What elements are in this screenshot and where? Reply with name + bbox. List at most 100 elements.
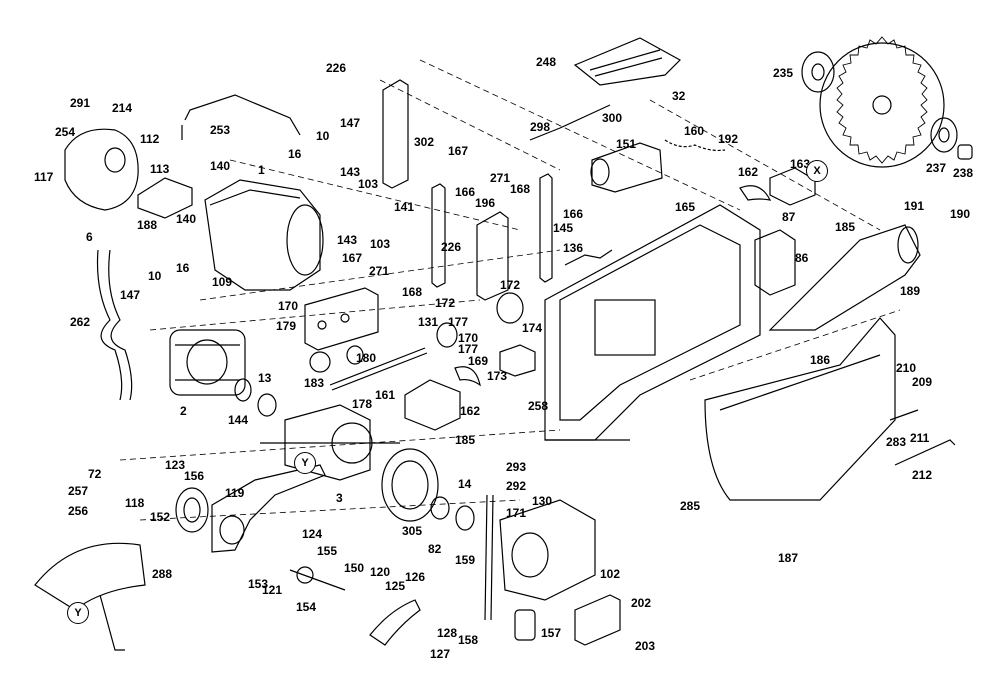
part-label-183: 183 <box>304 376 325 390</box>
guard-186 <box>704 317 896 501</box>
stator <box>169 329 246 396</box>
part-label-6: 6 <box>86 230 93 244</box>
part-label-186: 186 <box>810 353 831 367</box>
part-label-157: 157 <box>541 626 562 640</box>
part-label-117: 117 <box>34 170 54 184</box>
nut-238 <box>957 144 973 160</box>
cover-202 <box>574 594 621 646</box>
part-label-170: 170 <box>278 299 299 313</box>
flange-237 <box>930 117 958 153</box>
part-label-168: 168 <box>402 285 423 299</box>
part-label-13: 13 <box>258 371 272 385</box>
part-label-258: 258 <box>528 399 549 413</box>
part-label-103: 103 <box>358 177 379 191</box>
wrench-283 <box>889 409 919 421</box>
gear-172 <box>436 292 524 348</box>
part-label-153: 153 <box>248 577 269 591</box>
part-label-118: 118 <box>125 496 145 510</box>
part-label-190: 190 <box>950 207 971 221</box>
part-label-87: 87 <box>782 210 796 224</box>
part-183 <box>309 351 331 373</box>
rail-302 <box>382 79 409 189</box>
shaft-178 <box>329 347 428 391</box>
block-161 <box>404 379 461 431</box>
part-label-253: 253 <box>210 123 231 137</box>
part-label-192: 192 <box>718 132 739 146</box>
part-label-127: 127 <box>430 647 451 661</box>
part-180 <box>346 345 364 365</box>
part-label-156: 156 <box>184 469 205 483</box>
part-label-141: 141 <box>394 200 415 214</box>
bearing-82 <box>430 496 450 520</box>
wrench-212 <box>894 439 956 466</box>
part-label-154: 154 <box>296 600 317 614</box>
part-label-174: 174 <box>522 321 543 335</box>
housing-130 <box>499 499 596 601</box>
part-label-126: 126 <box>405 570 426 584</box>
part-label-185: 185 <box>835 220 856 234</box>
part-label-254: 254 <box>55 125 76 139</box>
part-label-302: 302 <box>414 135 435 149</box>
part-label-177: 177 <box>448 315 469 329</box>
part-label-2: 2 <box>180 404 187 418</box>
part-label-125: 125 <box>385 579 406 593</box>
part-label-188: 188 <box>137 218 158 232</box>
part-label-226: 226 <box>441 240 462 254</box>
part-label-168: 168 <box>510 182 531 196</box>
callout-y-2: Y <box>67 602 89 624</box>
part-label-212: 212 <box>912 468 933 482</box>
shroud-305 <box>381 448 439 522</box>
part-label-271: 271 <box>490 171 511 185</box>
bearing-144 <box>234 378 252 402</box>
part-label-166: 166 <box>455 185 476 199</box>
part-label-262: 262 <box>70 315 91 329</box>
part-label-288: 288 <box>152 567 173 581</box>
part-label-160: 160 <box>684 124 705 138</box>
part-label-300: 300 <box>602 111 623 125</box>
part-label-171: 171 <box>506 506 527 520</box>
part-label-163: 163 <box>790 157 811 171</box>
part-label-161: 161 <box>375 388 396 402</box>
cover-248 <box>573 37 681 86</box>
part-label-185: 185 <box>455 433 476 447</box>
part-label-10: 10 <box>148 269 162 283</box>
part-label-169: 169 <box>468 354 489 368</box>
part-label-131: 131 <box>418 315 439 329</box>
part-label-180: 180 <box>356 351 377 365</box>
part-label-120: 120 <box>370 565 391 579</box>
part-label-145: 145 <box>553 221 574 235</box>
part-label-136: 136 <box>563 241 584 255</box>
part-label-177: 177 <box>458 342 479 356</box>
part-label-152: 152 <box>150 510 171 524</box>
part-label-271: 271 <box>369 264 390 278</box>
part-label-144: 144 <box>228 413 249 427</box>
part-label-226: 226 <box>326 61 347 75</box>
part-label-178: 178 <box>352 397 373 411</box>
part-162 <box>454 366 481 387</box>
bracket-179 <box>304 287 379 351</box>
handle-wire <box>181 94 301 140</box>
gear-156 <box>175 487 209 533</box>
rod-298 <box>529 104 611 141</box>
part-label-32: 32 <box>672 89 686 103</box>
part-label-165: 165 <box>675 200 696 214</box>
part-label-119: 119 <box>225 486 245 500</box>
base-165 <box>544 204 761 441</box>
dust-chute <box>768 224 921 331</box>
flange-235 <box>801 51 835 93</box>
part-label-292: 292 <box>506 479 527 493</box>
armature <box>260 404 400 481</box>
rail-166-a <box>431 183 446 288</box>
part-label-14: 14 <box>458 477 472 491</box>
part-label-291: 291 <box>70 96 91 110</box>
part-label-109: 109 <box>212 275 233 289</box>
part-label-172: 172 <box>500 278 521 292</box>
part-label-167: 167 <box>448 144 469 158</box>
saw-blade <box>819 36 945 168</box>
gear-case-119 <box>211 464 326 553</box>
bearing-13 <box>257 393 277 417</box>
part-label-159: 159 <box>455 553 476 567</box>
motor-housing <box>204 179 324 291</box>
part-label-214: 214 <box>112 101 133 115</box>
part-label-187: 187 <box>778 551 799 565</box>
